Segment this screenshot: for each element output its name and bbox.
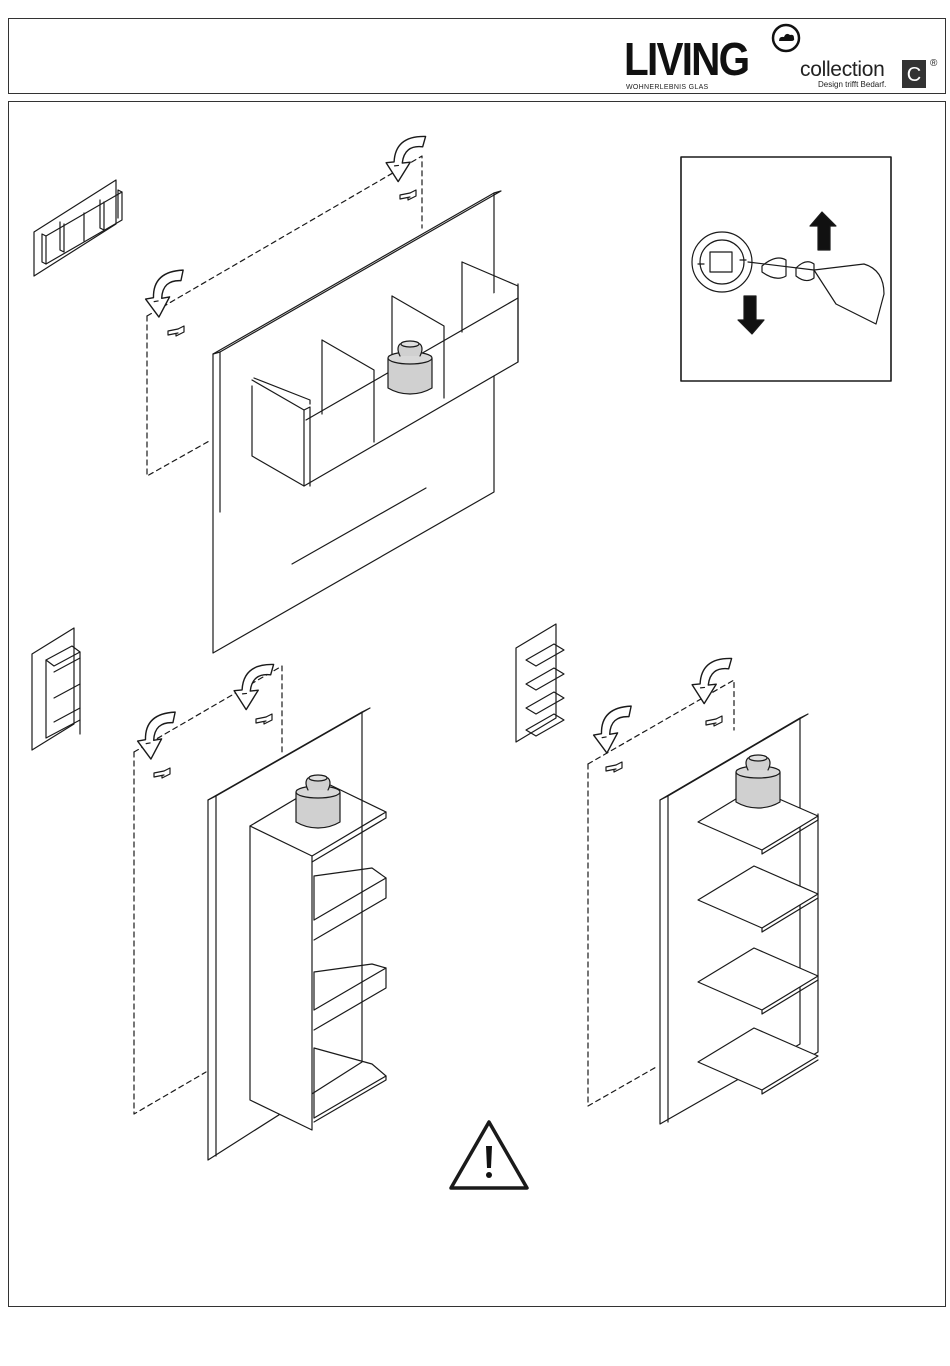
top-assembly-diagram: [34, 136, 518, 653]
thumbnail-vertical-shelf-right: [516, 624, 564, 742]
thumbnail-horizontal-shelf: [34, 180, 122, 276]
thumbnail-vertical-shelf-left: [32, 628, 80, 750]
warning-triangle-icon: [451, 1122, 527, 1188]
bottom-right-assembly-diagram: [516, 624, 818, 1124]
screw-adjustment-detail: [681, 157, 891, 381]
bottom-left-assembly-diagram: [32, 628, 386, 1160]
